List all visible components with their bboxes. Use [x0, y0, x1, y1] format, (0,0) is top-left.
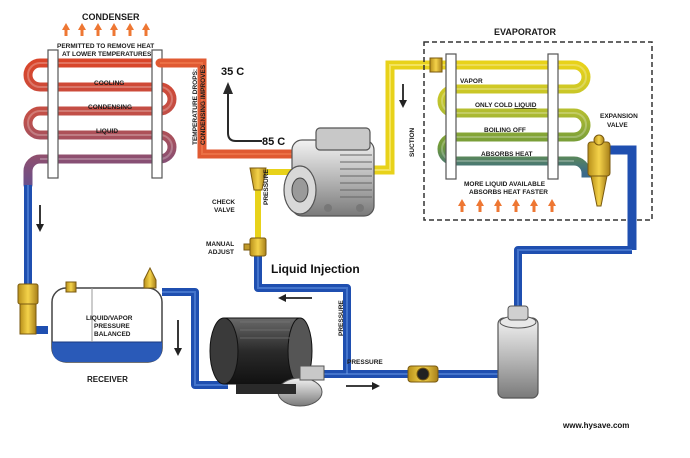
- temperature-drop-arrowhead: [223, 82, 233, 94]
- suction-line: [367, 60, 445, 175]
- evaporator-note-line2: ABSORBS HEAT FASTER: [469, 189, 548, 196]
- expansion-valve-line1: EXPANSION: [600, 113, 638, 120]
- pressure-label-check: PRESSURE: [263, 169, 270, 205]
- receiver-line2: PRESSURE: [94, 323, 130, 330]
- evaporator-band-only-cold: ONLY COLD LIQUID: [475, 102, 537, 109]
- condenser-outlet-flow-arrowhead: [36, 224, 44, 232]
- receiver-line1: LIQUID/VAPOR: [86, 315, 133, 322]
- manual-adjust-line2: ADJUST: [208, 249, 234, 256]
- temperature-note-line2: CONDENSING IMPROVES: [200, 64, 207, 145]
- suction-label: SUCTION: [409, 127, 416, 157]
- evaporator-band-absorbs: ABSORBS HEAT: [481, 151, 533, 158]
- temperature-drop-arrow: [227, 92, 262, 142]
- liquid-line-highlight: [27, 185, 632, 386]
- compressor: [283, 127, 375, 217]
- pressure-label-horizontal: PRESSURE: [347, 359, 383, 366]
- evaporator-fin-right: [547, 53, 559, 180]
- separator-tank: [497, 305, 539, 399]
- check-valve-line1: CHECK: [212, 199, 235, 206]
- evaporator-note-line1: MORE LIQUID AVAILABLE: [464, 181, 546, 188]
- temperature-note: TEMPERATURE DROPS: CONDENSING IMPROVES: [192, 64, 207, 145]
- condenser-note-line2: AT LOWER TEMPERATURES: [62, 51, 152, 58]
- evaporator-band-only-cold-word: LIQUID: [514, 102, 536, 109]
- manual-adjust-valve: [243, 237, 267, 257]
- condenser-coil: [23, 49, 177, 190]
- evaporator-coil: [429, 53, 597, 180]
- condenser-heat-arrows: [62, 23, 150, 36]
- condenser-fin-left: [47, 49, 59, 179]
- condenser-fin-right: [151, 49, 163, 179]
- condenser-title: CONDENSER: [82, 12, 140, 22]
- temp-high: 85 C: [262, 136, 285, 148]
- discharge-line: [155, 58, 297, 159]
- receiver-outlet-flow-arrowhead: [174, 348, 182, 356]
- expansion-valve: [587, 134, 637, 250]
- receiver-relief-valve: [143, 266, 157, 289]
- evaporator-band-only-cold-prefix: ONLY COLD: [475, 102, 514, 109]
- evaporator-title: EVAPORATOR: [494, 27, 557, 37]
- temperature-note-line1: TEMPERATURE DROPS:: [192, 69, 199, 145]
- condenser-band-cooling: COOLING: [94, 80, 124, 87]
- condenser-band-condensing: CONDENSING: [88, 104, 132, 111]
- temp-low: 35 C: [221, 66, 244, 78]
- manual-adjust-line1: MANUAL: [206, 241, 234, 248]
- injection-flow-arrowhead: [278, 294, 286, 302]
- pressure-line-valve: [407, 365, 439, 383]
- website-label: www.hysave.com: [562, 421, 629, 430]
- evaporator-heat-arrows: [458, 199, 556, 212]
- liquid-injection-label: Liquid Injection: [271, 262, 360, 276]
- pressure-label-vertical: PRESSURE: [338, 300, 345, 336]
- expansion-valve-line2: VALVE: [607, 122, 628, 129]
- evaporator-band-vapor: VAPOR: [460, 78, 483, 85]
- condenser-band-liquid: LIQUID: [96, 128, 118, 135]
- check-valve: [249, 167, 267, 191]
- evaporator-fin-left: [445, 53, 457, 180]
- evaporator-boundary: [423, 41, 653, 221]
- evaporator-band-boiling: BOILING OFF: [484, 127, 526, 134]
- receiver-line3: BALANCED: [94, 331, 131, 338]
- receiver-title: RECEIVER: [87, 375, 128, 384]
- pressure-flow-arrowhead: [372, 382, 380, 390]
- receiver-tank: [51, 287, 163, 363]
- liquid-pump: [209, 317, 325, 407]
- check-valve-line2: VALVE: [214, 207, 235, 214]
- receiver-inlet-valve: [17, 281, 77, 335]
- suction-flow-arrowhead: [399, 100, 407, 108]
- condenser-note-line1: PERMITTED TO REMOVE HEAT: [57, 43, 154, 50]
